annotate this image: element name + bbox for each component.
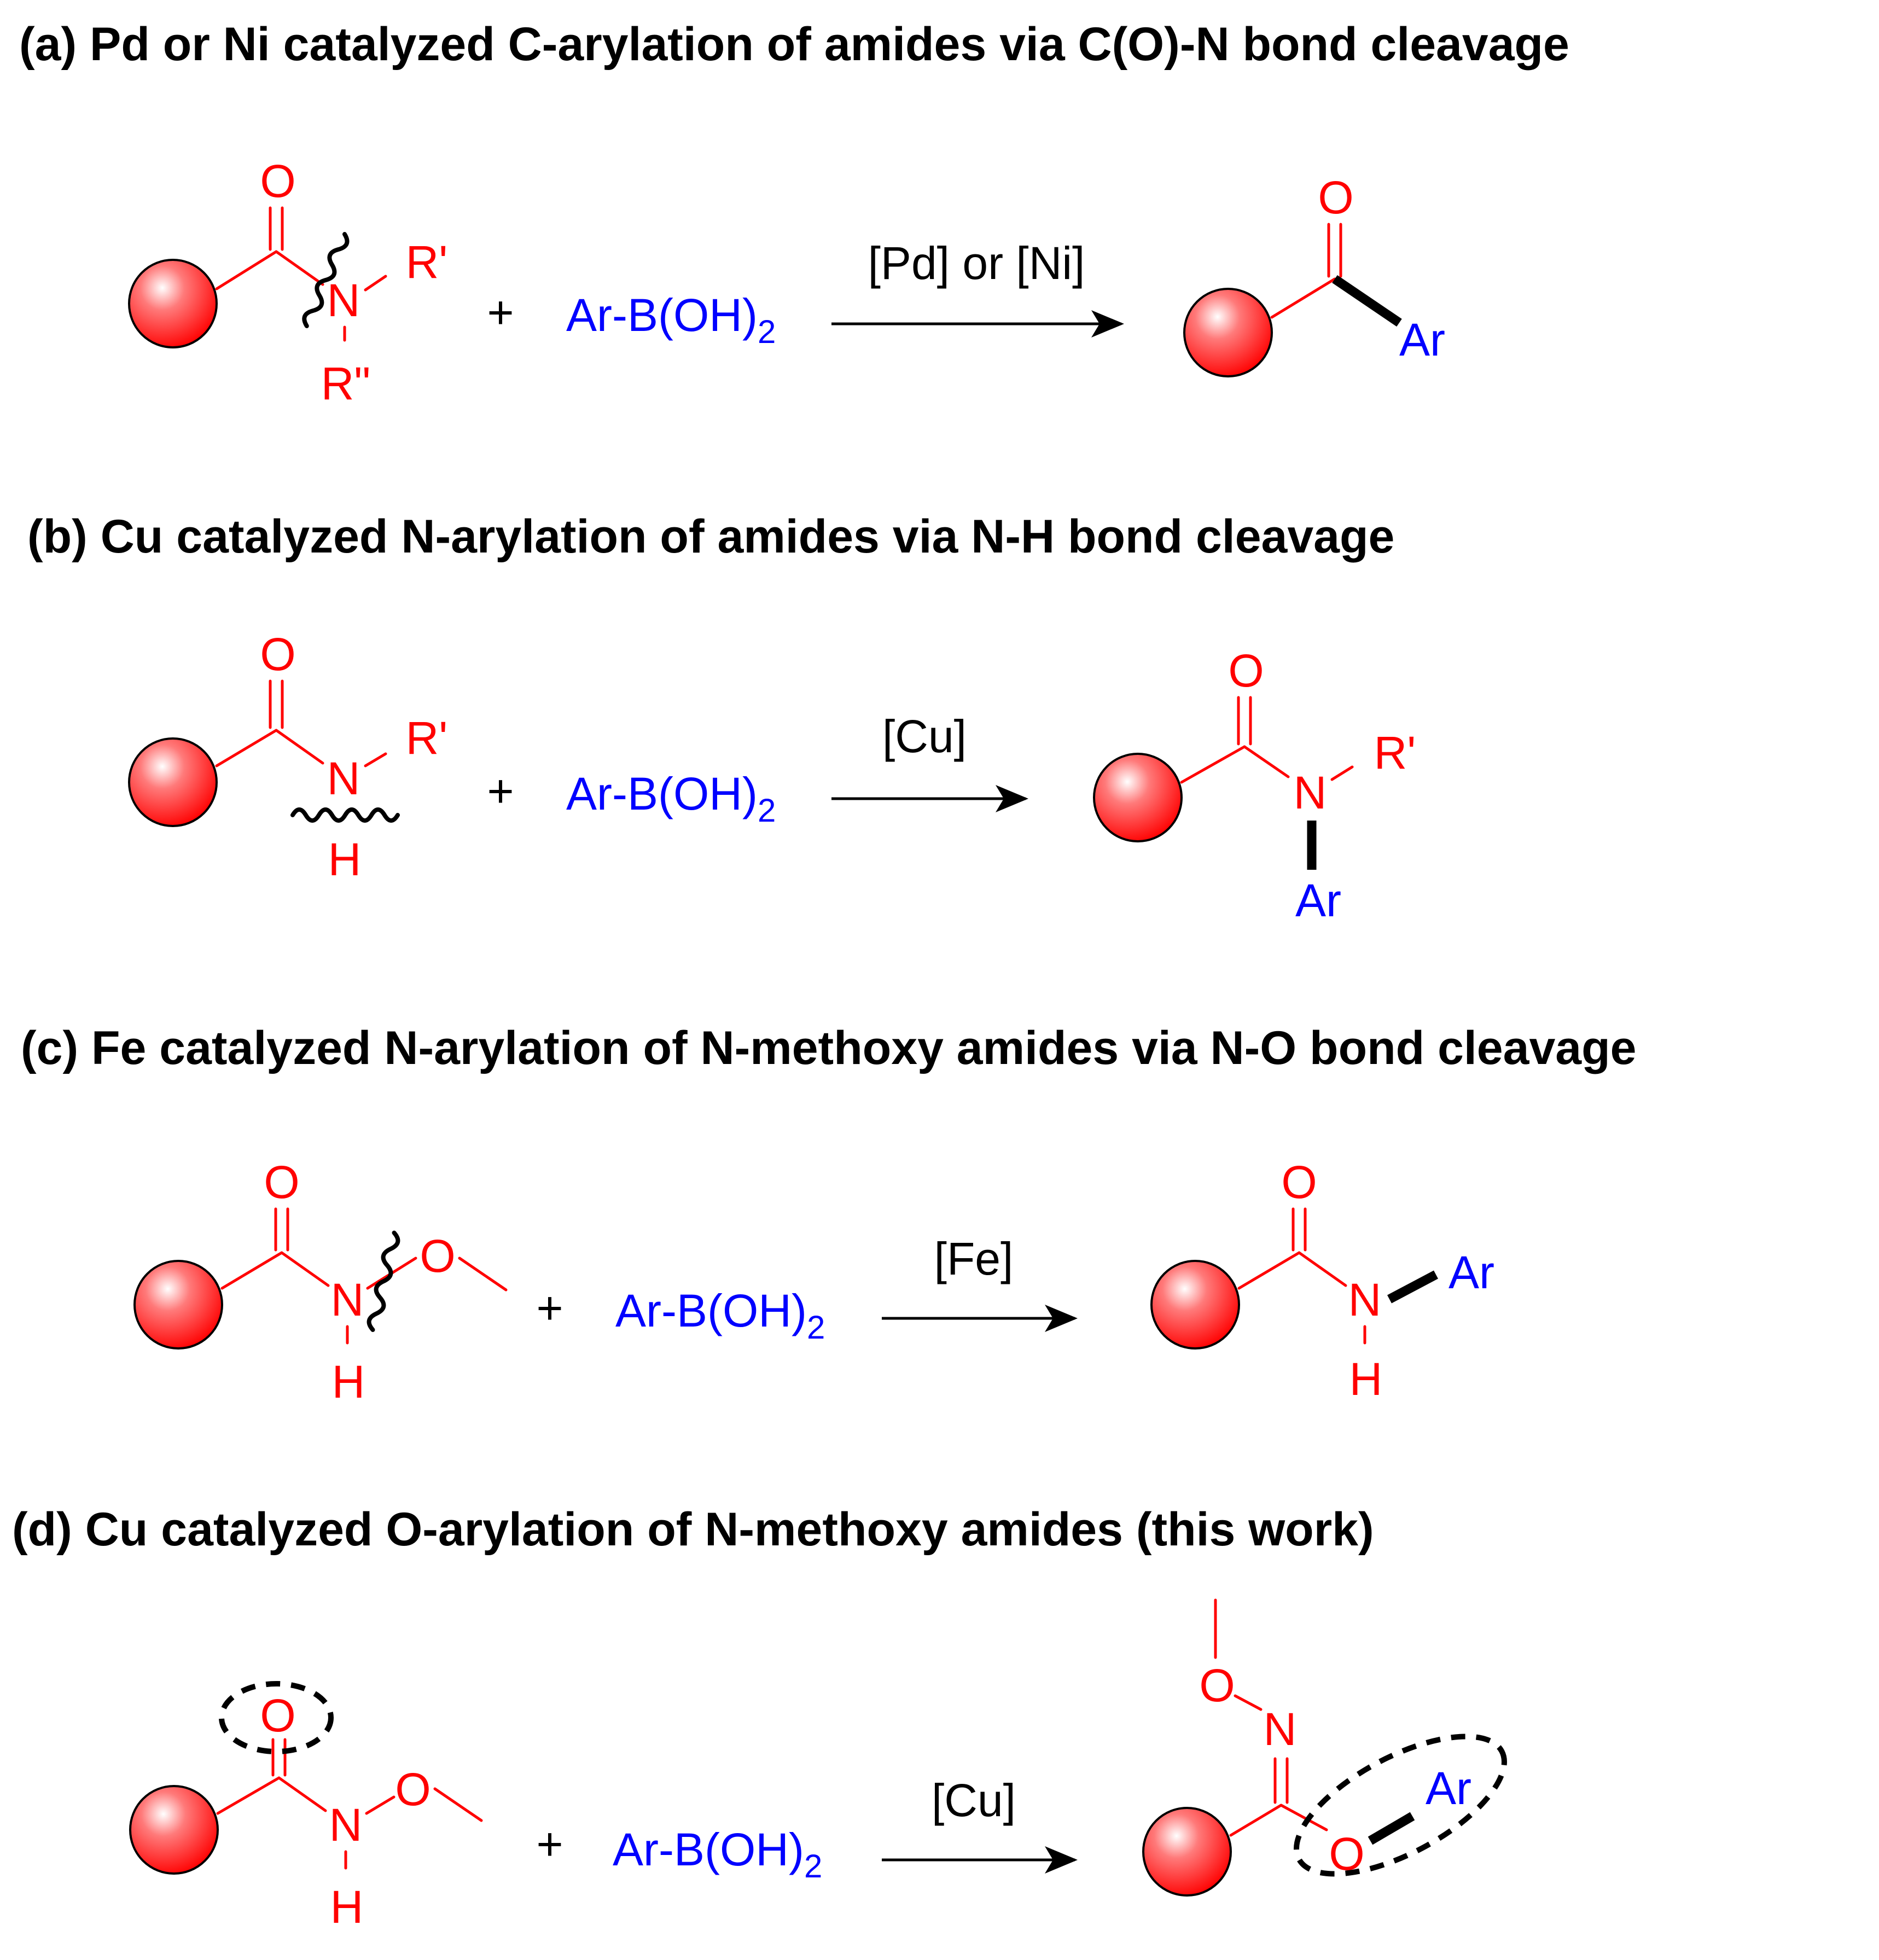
substituent-ball-icon [1150, 1260, 1240, 1350]
r-prime-label: R' [406, 236, 448, 288]
hydrogen-label: H [332, 1356, 365, 1408]
carbonyl-double-bond [274, 1207, 289, 1252]
hydrogen-label: H [1349, 1353, 1383, 1405]
carbonyl-double-bond [269, 206, 284, 251]
carbonyl-double-bond [1292, 1207, 1307, 1252]
bond [1298, 1251, 1347, 1287]
oxygen-label: O [1199, 1660, 1235, 1711]
bond [1330, 765, 1354, 781]
section-a-title: (a) Pd or Ni catalyzed C-arylation of am… [19, 18, 1569, 71]
substituent-ball-icon [1093, 753, 1183, 842]
bond [364, 275, 387, 292]
oxygen-label: O [1318, 172, 1353, 223]
bond [1270, 277, 1336, 319]
aryl-label: Ar [1399, 314, 1445, 365]
oxygen-label: O [260, 1690, 295, 1741]
catalyst-label: [Pd] or [Ni] [868, 237, 1085, 289]
r-prime-label: R' [1374, 727, 1416, 778]
dashed-highlight-ellipse [1294, 1734, 1507, 1877]
bond [1234, 1694, 1263, 1711]
section-b: (b) Cu catalyzed N-arylation of amides v… [27, 510, 1416, 926]
section-b-title: (b) Cu catalyzed N-arylation of amides v… [27, 510, 1394, 563]
nitrogen-label: N [327, 275, 360, 326]
bond [1237, 1251, 1301, 1290]
nitrogen-label: N [1294, 767, 1327, 818]
oxygen-label: O [1228, 645, 1264, 696]
aryl-label: Ar [1448, 1247, 1494, 1298]
oxygen-label: O [260, 629, 295, 680]
oxygen-label: O [264, 1156, 299, 1208]
nitrogen-label: N [1348, 1274, 1382, 1325]
bond [275, 250, 324, 286]
wavy-bond-cleavage-icon [290, 807, 400, 823]
carbonyl-double-bond [271, 1738, 287, 1777]
bond [1279, 1804, 1328, 1831]
carbonyl-double-bond [1237, 696, 1252, 746]
section-c: (c) Fe catalyzed N-arylation of N-methox… [21, 1022, 1636, 1408]
bond [1243, 745, 1290, 778]
bond [365, 1795, 395, 1815]
nitrogen-label: N [331, 1274, 364, 1325]
carbonyl-double-bond [1327, 223, 1342, 278]
r-prime-label: R' [406, 712, 448, 764]
bond [280, 1251, 330, 1287]
bond [364, 752, 387, 767]
nitrogen-label: N [327, 753, 360, 804]
catalyst-label: [Cu] [932, 1775, 1016, 1826]
nitrogen-label: N [1264, 1703, 1297, 1755]
substituent-ball-icon [128, 737, 218, 827]
bond [220, 1251, 283, 1290]
bond [1229, 1804, 1283, 1837]
section-d-title: (d) Cu catalyzed O-arylation of N-methox… [12, 1503, 1374, 1556]
carbonyl-double-bond [269, 679, 284, 729]
catalyst-label: [Fe] [934, 1233, 1014, 1284]
bond [1180, 745, 1246, 784]
methyl-bond [458, 1257, 508, 1292]
plus-sign: + [487, 765, 514, 817]
hydrogen-label: H [328, 834, 362, 885]
bold-new-bond [1368, 1812, 1415, 1845]
boronic-acid-reagent: Ar-B(OH)2 [566, 289, 776, 350]
boronic-acid-reagent: Ar-B(OH)2 [615, 1285, 825, 1346]
substituent-ball-icon [129, 1785, 219, 1875]
hydrogen-label: H [330, 1881, 364, 1933]
bond [215, 729, 278, 767]
substituent-ball-icon [128, 259, 218, 348]
bold-new-bond [1332, 275, 1402, 327]
oxygen-label: O [395, 1764, 431, 1815]
plus-sign: + [536, 1818, 563, 1870]
boronic-acid-reagent: Ar-B(OH)2 [613, 1824, 822, 1885]
substituent-ball-icon [1142, 1807, 1232, 1897]
dashed-highlight-circle [219, 1681, 334, 1754]
oxygen-label: O [420, 1230, 455, 1282]
aryl-label: Ar [1295, 875, 1341, 926]
catalyst-label: [Cu] [882, 711, 967, 762]
methyl-bond [433, 1787, 483, 1822]
section-d: (d) Cu catalyzed O-arylation of N-methox… [12, 1503, 1507, 1933]
section-a: (a) Pd or Ni catalyzed C-arylation of am… [19, 18, 1569, 409]
r-double-prime-label: R" [321, 358, 370, 409]
bond [277, 1776, 327, 1812]
plus-sign: + [536, 1282, 563, 1334]
section-c-title: (c) Fe catalyzed N-arylation of N-methox… [21, 1022, 1636, 1074]
substituent-ball-icon [133, 1260, 223, 1350]
bond [216, 1776, 281, 1815]
plus-sign: + [487, 287, 514, 338]
bond [215, 250, 278, 290]
wavy-bond-cleavage-icon [367, 1230, 400, 1332]
substituent-ball-icon [1183, 288, 1273, 377]
nitrogen-label: N [329, 1799, 363, 1851]
imine-double-bond [1273, 1757, 1289, 1804]
oxygen-label: O [1281, 1156, 1317, 1208]
bold-new-bond [1387, 1270, 1438, 1304]
boronic-acid-reagent: Ar-B(OH)2 [566, 768, 776, 829]
oxygen-label: O [260, 155, 295, 207]
bond [275, 729, 324, 765]
wavy-bond-cleavage-icon [302, 232, 350, 328]
aryl-label: Ar [1426, 1763, 1471, 1814]
